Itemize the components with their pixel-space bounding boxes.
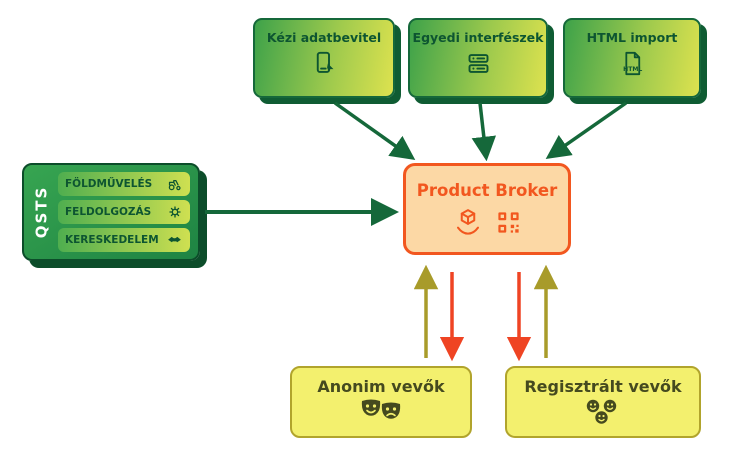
handshake-icon <box>168 236 181 242</box>
customer-box-anonymous: Anonim vevők <box>290 366 486 452</box>
qsts-panel: QSTS FÖLDMŰVELÉS FELDOLGOZÁS KERESKEDELE <box>22 163 200 261</box>
qsts-item-label: FÖLDMŰVELÉS <box>65 178 153 190</box>
product-broker-box: Product Broker <box>403 163 587 273</box>
theater-masks-icon <box>361 399 401 419</box>
qsts-item-farming: FÖLDMŰVELÉS <box>58 172 190 196</box>
smiley-faces-icon <box>586 399 617 424</box>
customer-label: Regisztrált vevők <box>524 377 682 396</box>
phone-tap-icon <box>316 51 333 73</box>
qsts-item-label: FELDOLGOZÁS <box>65 206 152 218</box>
qsts-item-trade: KERESKEDELEM <box>58 228 190 252</box>
source-box-html-import: HTML import HTML <box>563 18 701 98</box>
html-file-icon: HTML <box>623 51 642 76</box>
customer-label: Anonim vevők <box>317 377 445 396</box>
layers-interface-icon <box>468 54 488 73</box>
source-label: HTML import <box>586 30 678 45</box>
html-icon-text: HTML <box>623 66 642 73</box>
product-broker-icons <box>453 207 522 237</box>
tractor-icon <box>168 179 181 190</box>
arrow-manual-to-broker <box>333 101 416 161</box>
qr-code-icon <box>497 211 519 233</box>
arrow-interfaces-to-broker <box>471 102 497 162</box>
gear-icon <box>169 206 181 218</box>
customer-box-registered: Regisztrált vevők <box>505 366 715 452</box>
source-box-custom-interfaces: Egyedi interfészek <box>408 18 548 98</box>
qsts-item-processing: FELDOLGOZÁS <box>58 200 190 224</box>
qsts-rows: FÖLDMŰVELÉS FELDOLGOZÁS KERESKEDELEM <box>58 165 198 259</box>
qsts-vertical-label: QSTS <box>32 185 50 239</box>
product-broker-title: Product Broker <box>416 181 558 200</box>
arrow-html-to-broker <box>545 101 628 160</box>
qsts-item-label: KERESKEDELEM <box>65 234 159 246</box>
source-label: Egyedi interfészek <box>412 30 544 45</box>
source-box-manual-entry: Kézi adatbevitel <box>253 18 395 98</box>
hand-box-icon <box>456 209 479 235</box>
source-label: Kézi adatbevitel <box>266 30 382 45</box>
